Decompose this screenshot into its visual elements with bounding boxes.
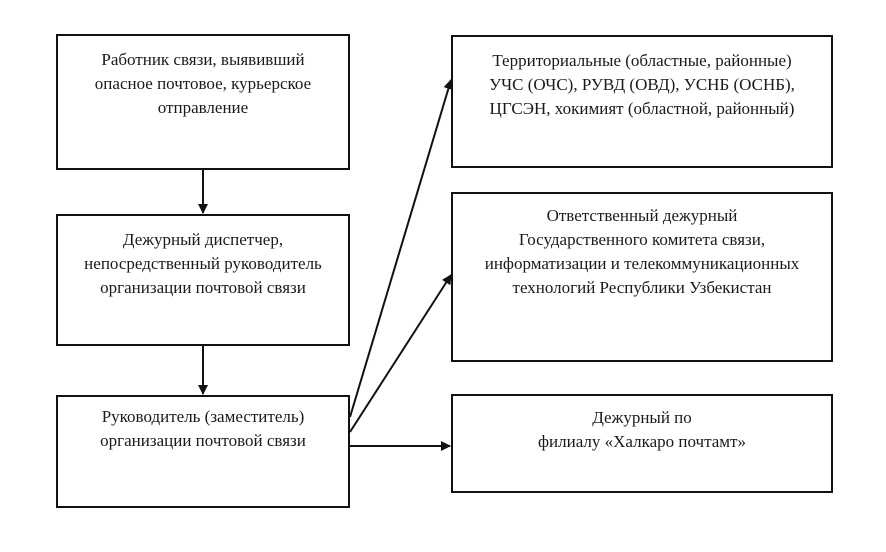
box-text: Дежурный диспетчер, непосредственный рук… [58,228,348,300]
box-line: Дежурный по [592,408,692,427]
box-line: УЧС (ОЧС), РУВД (ОВД), УСНБ (ОСНБ), [489,75,795,94]
box-text: Территориальные (областные, районные) УЧ… [453,49,831,121]
box-text: Руководитель (заместитель) организации п… [58,405,348,453]
box-text: Ответственный дежурный Государственного … [453,204,831,300]
box-state-committee-duty-officer: Ответственный дежурный Государственного … [451,192,833,362]
box-line: организации почтовой связи [100,278,306,297]
box-text: Дежурный по филиалу «Халкаро почтамт» [453,406,831,454]
box-international-post-office-duty: Дежурный по филиалу «Халкаро почтамт» [451,394,833,493]
box-line: Территориальные (областные, районные) [492,51,792,70]
box-line: отправление [157,98,249,117]
box-line: Работник связи, выявивший [101,50,305,69]
box-territorial-authorities: Территориальные (областные, районные) УЧ… [451,35,833,168]
arrow-b3-to-b5 [349,274,452,433]
box-text: Работник связи, выявивший опасное почтов… [58,48,348,120]
box-head-of-organization: Руководитель (заместитель) организации п… [56,395,350,508]
box-line: непосредственный руководитель [84,254,322,273]
box-line: Ответственный дежурный [546,206,738,225]
box-line: ЦГСЭН, хокимият (областной, районный) [489,99,795,118]
box-line: Руководитель (заместитель) [101,407,305,426]
box-line: Государственного комитета связи, [518,230,766,249]
box-duty-dispatcher: Дежурный диспетчер, непосредственный рук… [56,214,350,346]
arrow-b3-to-b4 [349,79,454,418]
box-line: Дежурный диспетчер, [122,230,284,249]
box-line: филиалу «Халкаро почтамт» [538,432,746,451]
box-line: технологий Республики Узбекистан [512,278,772,297]
box-line: информатизации и телекоммуникационных [484,254,800,273]
box-line: опасное почтовое, курьерское [94,74,312,93]
box-postal-worker-detector: Работник связи, выявивший опасное почтов… [56,34,350,170]
box-line: организации почтовой связи [100,431,306,450]
